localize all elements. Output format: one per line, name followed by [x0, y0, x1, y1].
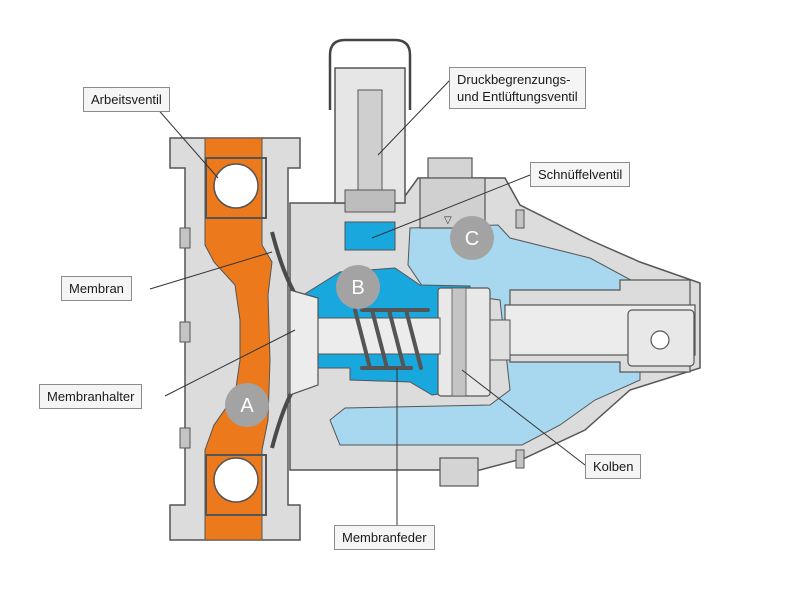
upper-valve-seat [205, 157, 267, 219]
label-druckbegrenzungsventil: Druckbegrenzungs- und Entlüftungsventil [449, 67, 586, 109]
bolt-right-upper [515, 209, 525, 229]
bolt-left-upper [179, 227, 191, 249]
label-membranfeder-text: Membranfeder [342, 530, 427, 545]
leader-schnueffel [371, 174, 531, 239]
badge-b-label: B [351, 277, 364, 299]
lower-valve-ball [213, 457, 259, 503]
label-druck-line2: und Entlüftungsventil [457, 89, 578, 104]
leader-membran [149, 251, 273, 290]
relief-valve-outlet [344, 221, 396, 251]
rod-eye-bore [650, 330, 670, 350]
lower-valve-seat [205, 454, 267, 516]
label-arbeitsventil-text: Arbeitsventil [91, 92, 162, 107]
diaphragm-spring [353, 308, 430, 370]
fluid-chamber-a [204, 137, 273, 541]
label-membran-text: Membran [69, 281, 124, 296]
leader-kolben [461, 369, 586, 466]
badge-a: A [225, 383, 269, 427]
leader-membranhalter [164, 329, 296, 397]
label-kolben-text: Kolben [593, 459, 634, 474]
relief-valve-spring [344, 189, 396, 213]
piston-seal [451, 287, 467, 397]
pump-head-block [169, 137, 301, 541]
bolt-right-lower [515, 449, 525, 469]
upper-valve-ball [213, 163, 259, 209]
leader-arbeitsventil [154, 105, 219, 179]
label-schnueffelventil: Schnüffelventil [530, 162, 631, 187]
badge-b: B [336, 265, 380, 309]
piston-rod [489, 319, 511, 361]
label-kolben: Kolben [585, 454, 642, 479]
relief-valve-stem [357, 89, 383, 201]
label-druck-line1: Druckbegrenzungs- [457, 72, 571, 87]
bolt-left-middle [179, 321, 191, 343]
badge-c-label: C [465, 228, 479, 250]
leader-lines [149, 79, 586, 525]
diaphragm-holder [289, 289, 319, 396]
sniffer-valve-screw [427, 157, 473, 179]
relief-valve-cap [328, 38, 412, 110]
badge-c-circle [450, 216, 494, 260]
bolt-left-lower [179, 427, 191, 449]
label-membranhalter-text: Membranhalter [47, 389, 135, 404]
label-membranhalter: Membranhalter [39, 384, 143, 409]
diaphragm-rod [304, 317, 441, 355]
label-arbeitsventil: Arbeitsventil [83, 87, 170, 112]
badge-b-circle [336, 265, 380, 309]
label-schnueffelventil-text: Schnüffelventil [538, 167, 623, 182]
badge-c: C [450, 216, 494, 260]
label-membranfeder: Membranfeder [334, 525, 435, 550]
drain-plug [439, 457, 479, 487]
oil-level-marker: ▽ [444, 215, 452, 226]
label-membran: Membran [61, 276, 132, 301]
badge-a-circle [225, 383, 269, 427]
leader-druck [377, 79, 451, 156]
badge-a-label: A [240, 395, 254, 417]
